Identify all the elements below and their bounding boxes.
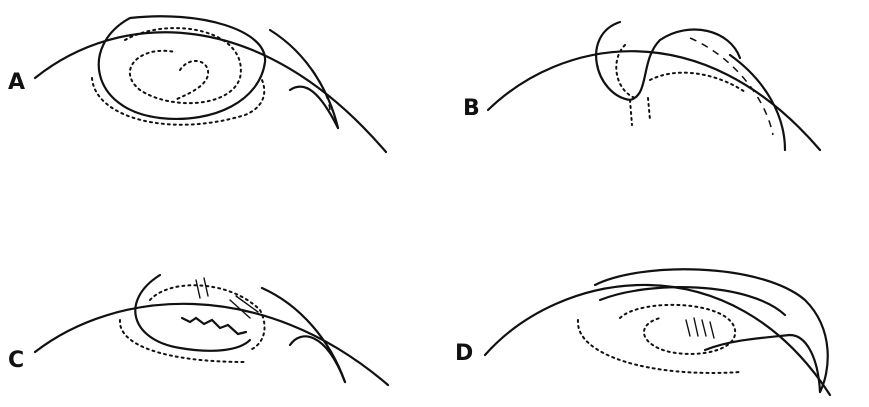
panel-a-tail-dash: [295, 50, 330, 110]
panel-d-hatch: [686, 318, 714, 338]
panel-label-b: B: [463, 98, 480, 120]
panel-b-drawing: [488, 22, 820, 150]
panel-a-outer-curve: [35, 32, 386, 152]
panel-b-inner-dots: [616, 45, 745, 98]
panel-a-drawing: [35, 16, 386, 152]
panel-b-tube-upper: [730, 55, 785, 150]
panel-b-tube-dash: [690, 38, 773, 135]
panel-d-outer-curve: [485, 285, 830, 395]
panel-label-d: D: [455, 343, 473, 365]
panel-c-lip: [290, 336, 345, 382]
panel-c-drawing: [35, 275, 388, 385]
panel-c-outer-curve: [35, 304, 388, 385]
panel-c-chamber-outline: [135, 275, 250, 351]
panel-b-outer-curve: [488, 51, 820, 150]
panel-a-center-hatch: [175, 61, 208, 100]
panel-label-c: C: [8, 350, 24, 372]
panel-c-tail-curve: [262, 288, 345, 382]
panel-a-inner-spiral-dots: [125, 28, 241, 103]
panel-label-a: A: [8, 72, 25, 94]
panel-c-zigzag: [182, 318, 246, 334]
panel-d-drawing: [485, 269, 830, 395]
panel-d-lip: [705, 335, 820, 392]
panel-b-stalk-dots: [630, 98, 650, 125]
